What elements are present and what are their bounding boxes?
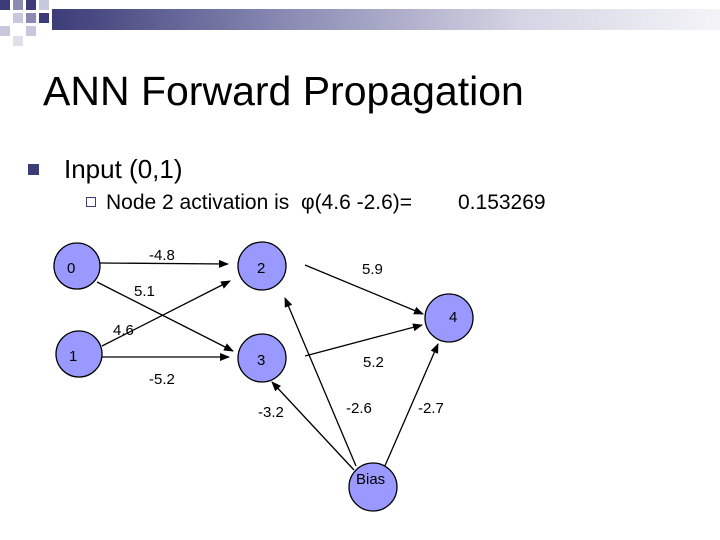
bullet-node2-activation: Node 2 activation is φ(4.6 -2.6)= [106,190,412,216]
bullet-square-icon [28,164,39,175]
node-4: 4 [424,293,474,343]
node-1: 1 [55,330,103,378]
bullet-node2-args: (4.6 -2.6)= [314,191,413,214]
decorative-squares [0,0,49,46]
phi-symbol: φ [300,191,315,214]
bullet-node2-prefix: Node 2 activation is [106,191,301,214]
weight-bias-4: -2.7 [418,400,444,417]
weight-0-3: 5.1 [134,283,155,300]
node-1-label: 1 [69,348,77,365]
weight-0-2: -4.8 [149,247,175,264]
node-0-label: 0 [67,260,75,277]
edge-0-3 [96,281,234,352]
node-2-label: 2 [257,260,265,277]
edge-0-2 [99,259,229,268]
node-bias-label: Bias [356,471,385,488]
node-2: 2 [237,241,287,291]
edge-2-4 [304,264,424,315]
bullet-hollow-square-icon [86,197,96,207]
weight-bias-2: -2.6 [346,400,372,417]
edge-3-4 [304,323,423,357]
edge-bias-4 [383,343,439,469]
node-3: 3 [237,333,287,383]
bullet-input: Input (0,1) [64,154,183,184]
title-decor-bar [52,9,720,30]
weight-2-4: 5.9 [362,261,383,278]
node-3-label: 3 [257,352,265,369]
weight-1-3: -5.2 [149,371,175,388]
edge-bias-2 [284,297,357,467]
node-bias: Bias [348,462,398,512]
edge-bias-3 [271,381,355,471]
activation-value: 0.153269 [458,191,546,214]
weight-bias-3: -3.2 [258,404,284,421]
node-4-label: 4 [449,309,457,326]
weight-3-4: 5.2 [363,354,384,371]
slide-title: ANN Forward Propagation [43,68,524,114]
node-0: 0 [53,242,101,290]
edge-1-2 [101,280,231,347]
weight-1-2: 4.6 [113,322,134,339]
